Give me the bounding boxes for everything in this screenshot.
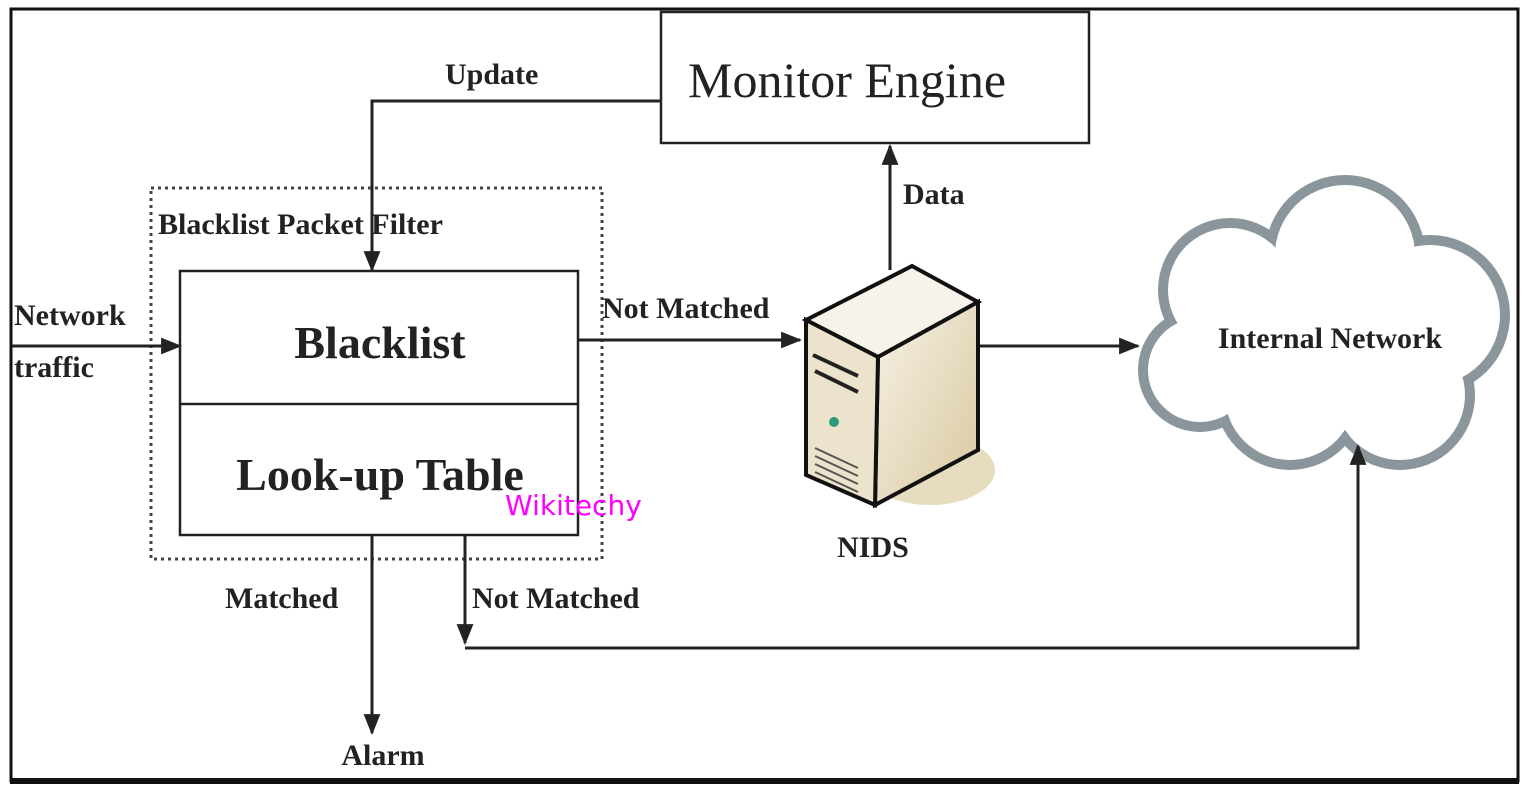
- data-label: Data: [903, 178, 965, 211]
- network-traffic-label-2: traffic: [14, 351, 94, 384]
- network-traffic-label-1: Network: [14, 299, 126, 332]
- monitor-engine-label: Monitor Engine: [688, 52, 1006, 108]
- update-arrow: [363, 99, 661, 273]
- lookup-table-label: Look-up Table: [236, 449, 524, 500]
- blacklist-packet-filter-boundary: [149, 186, 604, 561]
- nids-label: NIDS: [837, 531, 909, 564]
- not-matched-top-label: Not Matched: [602, 292, 770, 325]
- filter-label: Blacklist Packet Filter: [158, 208, 443, 241]
- blacklist-label: Blacklist: [294, 317, 466, 368]
- nids-server-icon: [801, 263, 995, 509]
- internal-network-label: Internal Network: [1218, 322, 1442, 355]
- not-matched-to-network-arrow: [465, 443, 1367, 650]
- internal-network-cloud-icon: [1138, 175, 1510, 470]
- monitor-engine-box: [659, 10, 1091, 145]
- matched-label: Matched: [225, 582, 339, 615]
- update-label: Update: [445, 58, 538, 91]
- alarm-label: Alarm: [341, 739, 424, 772]
- watermark: Wikitechy: [505, 489, 642, 522]
- not-matched-bottom-label: Not Matched: [472, 582, 640, 615]
